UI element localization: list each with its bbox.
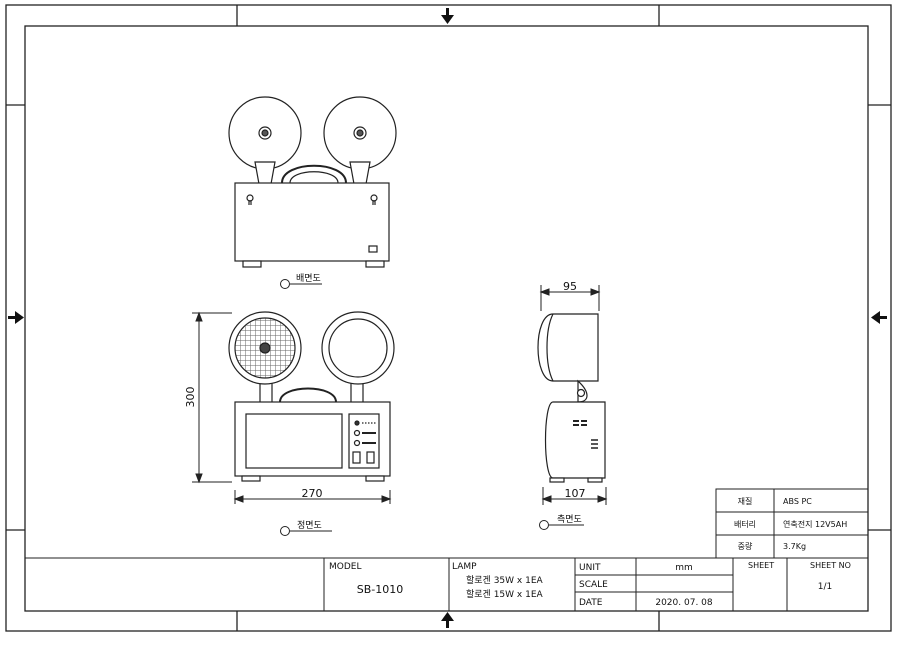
side-body bbox=[544, 401, 606, 479]
unit-label: UNIT bbox=[579, 563, 601, 573]
spec-key-battery: 배터리 bbox=[734, 520, 756, 529]
dim-side-107: 107 bbox=[565, 487, 586, 500]
front-view bbox=[228, 311, 395, 482]
spec-value-battery: 연축전지 12V5AH bbox=[783, 519, 847, 529]
date-label: DATE bbox=[579, 598, 603, 608]
dim-width-270: 270 bbox=[302, 487, 323, 500]
lamp-spec-line-1: 할로겐 35W x 1EA bbox=[466, 575, 544, 586]
side-view bbox=[537, 313, 606, 483]
spec-value-weight: 3.7Kg bbox=[783, 542, 806, 551]
center-arrow-top bbox=[441, 8, 454, 24]
lamp-label: LAMP bbox=[452, 562, 477, 572]
dimension-lines bbox=[192, 285, 608, 505]
side-lamp-head bbox=[537, 313, 599, 382]
scale-label: SCALE bbox=[579, 580, 608, 590]
sheet-label: SHEET bbox=[748, 561, 774, 570]
center-arrow-left bbox=[8, 311, 24, 324]
view-label-markers bbox=[280, 279, 584, 536]
side-view-label: 측면도 bbox=[557, 514, 582, 525]
front-display-window bbox=[245, 413, 343, 469]
dim-height-300: 300 bbox=[184, 387, 197, 408]
spec-key-weight: 중량 bbox=[738, 541, 753, 551]
rear-body bbox=[234, 182, 390, 262]
sheet-no-label: SHEET NO bbox=[810, 561, 851, 570]
rear-view-label: 배면도 bbox=[296, 273, 321, 284]
rear-view bbox=[228, 96, 397, 268]
center-arrow-right bbox=[871, 311, 887, 324]
spec-key-material: 재질 bbox=[738, 497, 753, 506]
dim-side-95: 95 bbox=[563, 280, 577, 293]
title-block bbox=[25, 557, 868, 611]
sheet-no-value: 1/1 bbox=[818, 582, 832, 592]
model-label: MODEL bbox=[329, 562, 361, 572]
centering-arrows bbox=[8, 8, 887, 628]
spec-value-material: ABS PC bbox=[783, 497, 812, 506]
sheet-frame bbox=[5, 4, 892, 632]
center-arrow-bottom bbox=[441, 612, 454, 628]
model-value: SB-1010 bbox=[357, 583, 404, 596]
lamp-spec-line-2: 할로겐 15W x 1EA bbox=[466, 589, 544, 600]
front-view-label: 정면도 bbox=[297, 520, 322, 531]
unit-value: mm bbox=[675, 563, 693, 573]
date-value: 2020. 07. 08 bbox=[655, 598, 713, 608]
